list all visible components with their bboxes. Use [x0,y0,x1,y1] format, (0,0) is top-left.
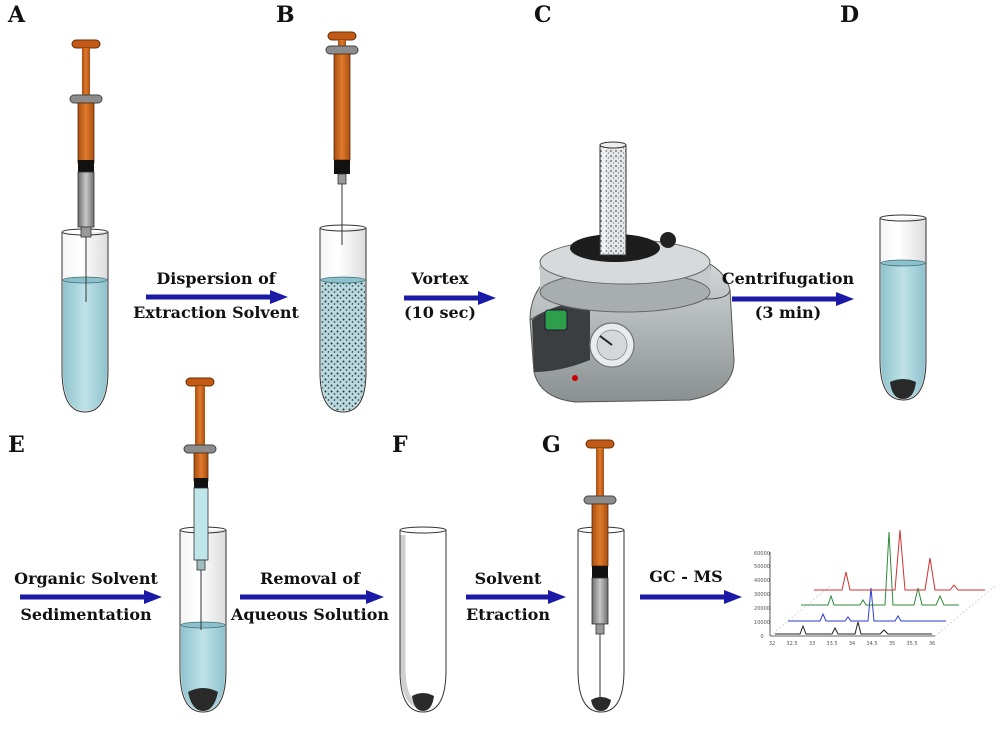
panel-label-g: G [542,432,561,458]
arrow-solvent-extraction [466,590,566,604]
chromatogram-x-ticks: 32 32.5 33 33.5 34 34.5 35 35.5 36 [769,641,935,647]
chromatogram-trace-black [775,621,932,635]
chromatogram-trace-blue [788,587,946,622]
vortex-mixer [529,232,735,403]
arrow-removal [240,590,384,604]
x-tick-label: 36 [929,641,935,647]
x-tick-label: 33 [809,641,815,647]
panel-label-c: C [534,2,552,28]
step-label-sedimentation-2: Sedimentation [20,605,152,624]
tube-b-cloudy-solution [319,224,367,413]
syringe-a [69,39,103,302]
step-label-centrifugation-2: (3 min) [755,303,821,322]
x-tick-label: 32.5 [786,641,797,647]
tube-a-aqueous-sample [61,228,109,413]
panel-label-e: E [8,432,25,458]
step-label-removal-2: Aqueous Solution [230,605,389,624]
chromatogram-trace-green [801,531,959,606]
y-tick-label: 30000 [754,592,770,598]
vortex-tube [599,141,627,256]
x-tick-label: 34.5 [866,641,877,647]
chromatogram-y-ticks: 0 10000 20000 30000 40000 50000 60000 [754,551,770,640]
arrow-sedimentation [20,590,162,604]
y-tick-label: 50000 [754,564,770,570]
y-tick-label: 0 [760,634,763,640]
tube-f-sediment-only [399,526,447,713]
x-tick-label: 35 [889,641,895,647]
x-tick-label: 33.5 [826,641,837,647]
y-tick-label: 20000 [754,606,770,612]
tube-e-sedimented [179,526,227,713]
panel-label-d: D [840,2,859,28]
x-tick-label: 34 [849,641,855,647]
step-label-gc-ms: GC - MS [649,567,722,586]
step-label-vortex-1: Vortex [410,269,469,288]
y-tick-label: 60000 [754,551,770,557]
step-label-extraction-2: Etraction [466,605,550,624]
step-label-dispersion-2: Extraction Solvent [133,303,299,322]
chromatogram: 0 10000 20000 30000 40000 50000 60000 32… [754,529,996,647]
step-label-vortex-2: (10 sec) [404,303,476,322]
step-label-dispersion-1: Dispersion of [156,269,276,288]
step-label-centrifugation-1: Centrifugation [722,269,855,288]
arrow-centrifugation [732,292,854,306]
x-tick-label: 35.5 [906,641,917,647]
step-label-sedimentation-1: Organic Solvent [14,569,158,588]
step-label-removal-1: Removal of [260,569,361,588]
syringe-g [583,439,617,702]
panel-label-a: A [7,2,26,28]
arrow-gc-ms [640,590,742,604]
step-label-extraction-1: Solvent [475,569,542,588]
panel-label-f: F [392,432,408,458]
arrow-vortex [404,291,496,305]
syringe-e [183,377,217,630]
arrow-dispersion [146,290,288,304]
x-tick-label: 32 [769,641,775,647]
y-tick-label: 40000 [754,578,770,584]
syringe-b [325,31,359,245]
panel-label-b: B [276,2,295,28]
tube-d-centrifuged [879,214,927,401]
chromatogram-trace-red [814,529,985,591]
y-tick-label: 10000 [754,620,770,626]
